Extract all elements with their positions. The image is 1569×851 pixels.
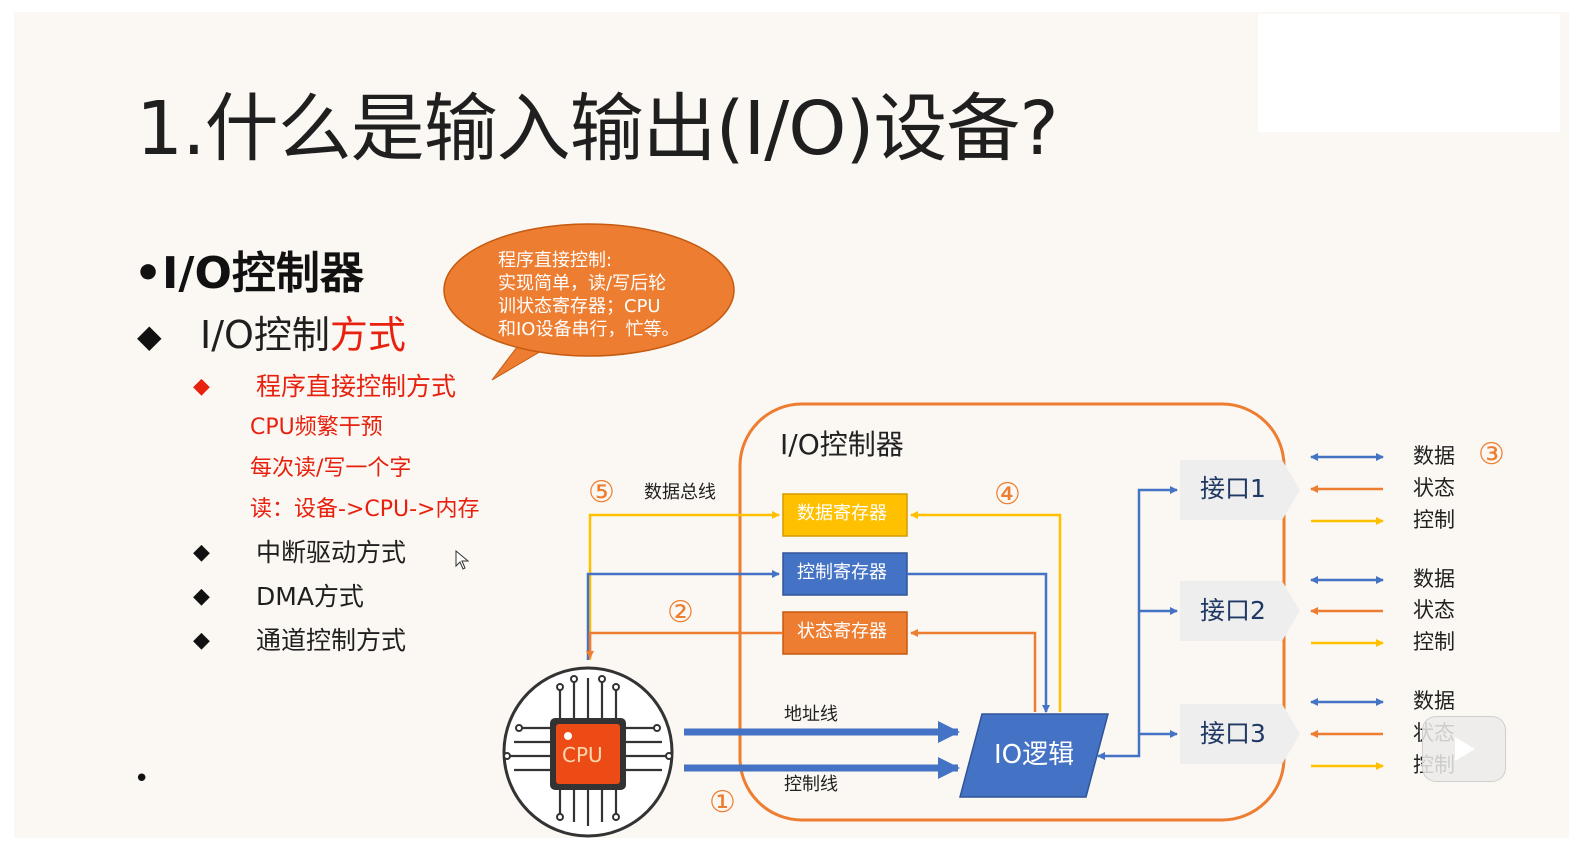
status-register-label: 状态寄存器 <box>797 621 887 642</box>
port-2-status: 状态 <box>1413 598 1455 622</box>
note-2: 每次读/写一个字 <box>250 456 412 481</box>
corner-panel <box>1258 14 1560 132</box>
port-2-control: 控制 <box>1413 630 1455 654</box>
mouse-cursor-icon <box>455 550 470 570</box>
subheading: I/O控制方式 <box>200 316 406 354</box>
io-logic-block <box>959 713 1109 798</box>
port-1-status: 状态 <box>1413 476 1455 500</box>
external-signal-arrows <box>1310 453 1384 770</box>
cpu-label: CPU <box>562 743 603 767</box>
method-diamond-4: ◆ <box>193 628 210 653</box>
cpu-chip-icon <box>502 666 674 838</box>
note-3: 读：设备->CPU->内存 <box>250 497 480 522</box>
speech-bubble <box>443 223 735 381</box>
control-bus-label: 控制线 <box>784 774 838 795</box>
method-diamond-1: ◆ <box>193 374 210 399</box>
subheading-diamond: ◆ <box>137 317 162 355</box>
stray-bullet: • <box>134 764 150 794</box>
bubble-text: 程序直接控制: 实现简单，读/写后轮 训状态寄存器；CPU 和IO设备串行，忙等… <box>498 249 688 341</box>
method-1-label: 程序直接控制方式 <box>256 372 457 401</box>
play-button-icon[interactable] <box>1422 716 1506 782</box>
section-heading: I/O控制器 <box>162 248 364 299</box>
io-logic-label: IO逻辑 <box>994 740 1075 770</box>
page-title: 1.什么是输入输出(I/O)设备? <box>136 86 1059 172</box>
port-1-control: 控制 <box>1413 508 1455 532</box>
address-control-lines <box>684 721 960 779</box>
method-diamond-2: ◆ <box>193 540 210 565</box>
port-1-data: 数据 <box>1413 444 1455 468</box>
subheading-prefix: I/O控制 <box>200 313 330 357</box>
step-5-marker: ⑤ <box>588 475 615 510</box>
method-4-label: 通道控制方式 <box>256 626 407 655</box>
port-2 <box>1180 581 1300 641</box>
note-1: CPU频繁干预 <box>250 415 383 440</box>
control-register-label: 控制寄存器 <box>797 562 887 583</box>
data-register-label: 数据寄存器 <box>797 503 887 524</box>
step-3-marker: ③ <box>1478 437 1505 472</box>
method-diamond-3: ◆ <box>193 584 210 609</box>
port-3-label: 接口3 <box>1200 719 1266 748</box>
method-2-label: 中断驱动方式 <box>256 538 407 567</box>
port-1 <box>1180 460 1300 520</box>
bubble-line-4: 和IO设备串行，忙等。 <box>498 319 680 340</box>
port-bus-lines <box>1097 486 1178 760</box>
port-2-data: 数据 <box>1413 567 1455 591</box>
bubble-line-3: 训状态寄存器；CPU <box>498 296 661 317</box>
data-register <box>782 493 908 537</box>
control-register <box>782 552 908 596</box>
address-bus-label: 地址线 <box>784 704 838 725</box>
port-3 <box>1180 704 1300 764</box>
heading-bullet: • <box>134 248 163 299</box>
bubble-line-2: 实现简单，读/写后轮 <box>498 273 667 294</box>
port-1-label: 接口1 <box>1200 474 1266 503</box>
method-3-label: DMA方式 <box>256 582 364 611</box>
play-triangle-icon <box>1455 737 1475 761</box>
bubble-line-1: 程序直接控制: <box>498 250 613 271</box>
step-4-marker: ④ <box>994 477 1021 512</box>
data-bus-lines <box>588 511 1062 712</box>
controller-label: I/O控制器 <box>780 428 904 461</box>
slide-background <box>14 12 1569 838</box>
status-register <box>782 611 908 655</box>
data-bus-label: 数据总线 <box>644 482 716 503</box>
subheading-accent: 方式 <box>329 313 406 357</box>
step-2-marker: ② <box>667 595 694 630</box>
step-1-marker: ① <box>709 785 736 820</box>
port-3-data: 数据 <box>1413 689 1455 713</box>
control-signal-lines <box>586 570 1050 713</box>
status-signal-lines <box>586 629 1037 712</box>
port-2-label: 接口2 <box>1200 596 1266 625</box>
